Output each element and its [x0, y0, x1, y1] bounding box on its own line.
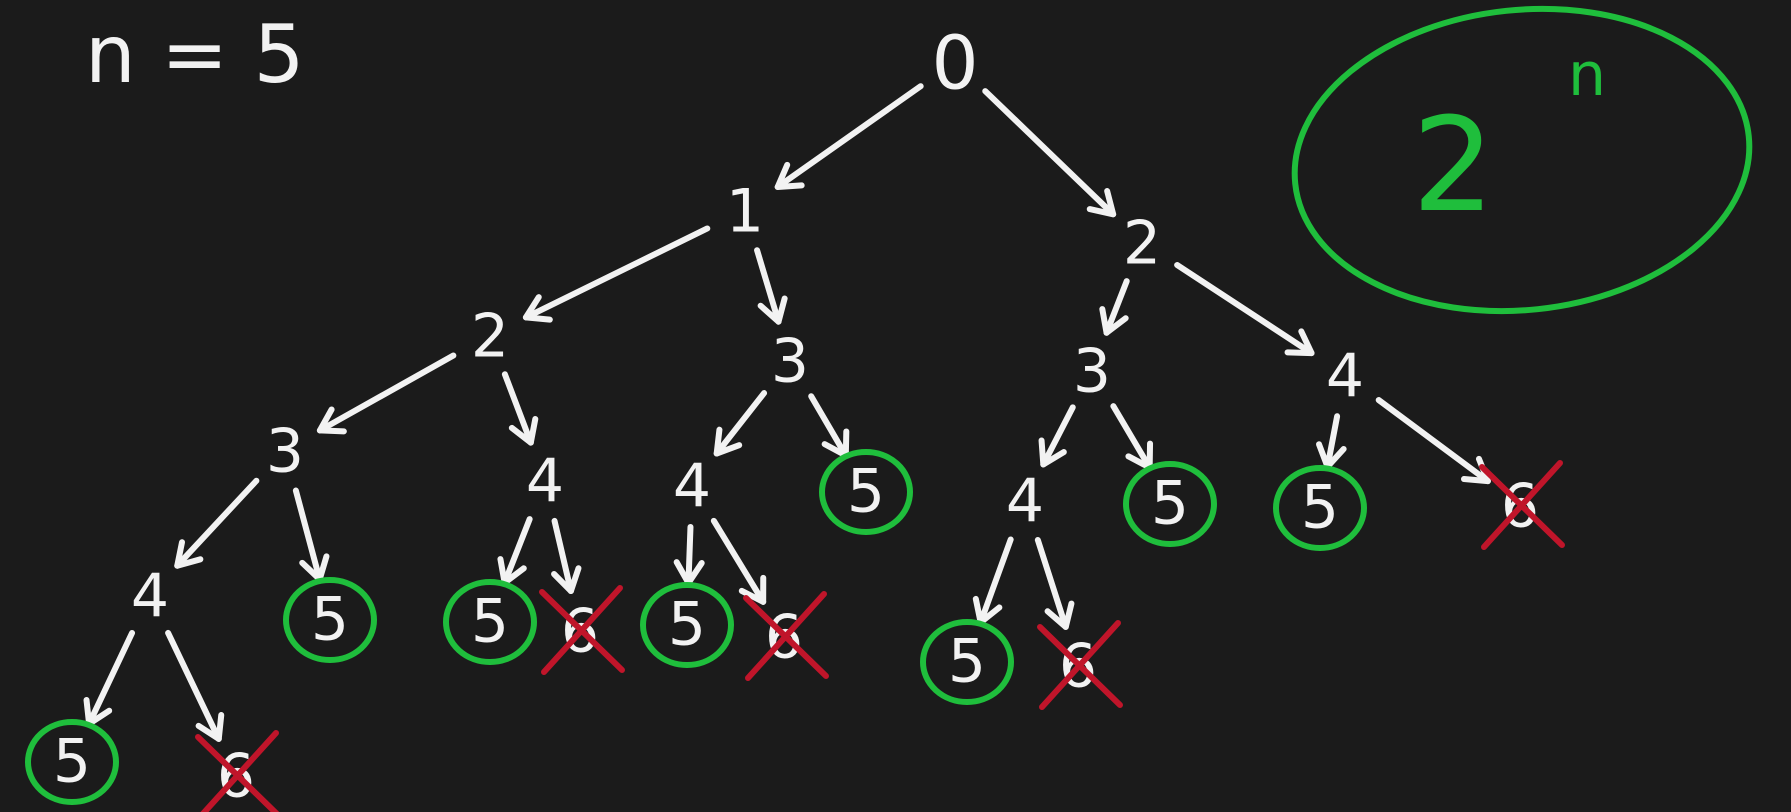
- tree-node-j: 5: [819, 449, 913, 535]
- edge-o-w: [83, 629, 136, 727]
- tree-node-e: 3: [1073, 337, 1111, 407]
- tree-node-n6: 6: [1479, 460, 1565, 550]
- valid-circle: [1273, 465, 1367, 551]
- invalid-cross: [1479, 460, 1565, 550]
- node-label: 4: [131, 562, 169, 632]
- invalid-cross: [539, 585, 625, 675]
- node-label: 4: [673, 452, 711, 522]
- valid-circle: [443, 579, 537, 665]
- tree-node-a: 1: [726, 177, 764, 247]
- node-label: 4: [526, 447, 564, 517]
- edge-k-u: [972, 536, 1014, 626]
- edge-k-v: [1034, 536, 1075, 630]
- tree-node-p: 5: [283, 577, 377, 663]
- node-label: 5: [847, 457, 885, 527]
- tree-node-c: 2: [471, 302, 509, 372]
- tree-node-f: 4: [1326, 342, 1364, 412]
- node-label: 1: [726, 177, 764, 247]
- node-label: 5: [53, 727, 91, 797]
- edge-i-t: [710, 517, 767, 605]
- formula-circle: [1291, 5, 1753, 315]
- edge-c-h: [501, 371, 539, 446]
- node-label: 2: [1123, 209, 1161, 279]
- edge-f-n6: [1375, 397, 1491, 485]
- formula-base: 2: [1412, 89, 1495, 241]
- formula-badge: 2 n: [1291, 5, 1753, 315]
- header-label: n = 5: [85, 8, 305, 101]
- invalid-cross: [743, 591, 829, 681]
- tree-node-r: 6: [539, 585, 625, 675]
- tree-node-t: 6: [743, 591, 829, 681]
- valid-circle: [819, 449, 913, 535]
- tree-node-x: 6: [195, 730, 280, 812]
- edge-root-b: [982, 88, 1117, 218]
- edge-root-a: [774, 83, 924, 190]
- edge-i-s: [673, 523, 705, 587]
- node-label: 5: [1301, 473, 1339, 543]
- node-label: 2: [471, 302, 509, 372]
- valid-circle: [640, 582, 734, 668]
- nodes-layer: 0122334344545564556565656: [25, 21, 1565, 812]
- node-label: 5: [311, 585, 349, 655]
- node-label: 5: [948, 627, 986, 697]
- edge-c-g: [316, 352, 457, 435]
- tree-node-s: 5: [640, 582, 734, 668]
- edge-a-d: [754, 247, 788, 325]
- tree-node-i: 4: [673, 452, 711, 522]
- tree-node-b: 2: [1123, 209, 1161, 279]
- node-label: 5: [668, 590, 706, 660]
- valid-circle: [920, 619, 1014, 705]
- node-label: 3: [1073, 337, 1111, 407]
- tree-node-d: 3: [771, 327, 809, 397]
- node-label: 5: [471, 587, 509, 657]
- edge-d-i: [713, 390, 768, 457]
- node-label: 4: [1006, 467, 1044, 537]
- node-label: 0: [931, 21, 978, 107]
- edge-a-c: [522, 225, 711, 323]
- edge-h-r: [551, 517, 582, 595]
- formula-exponent: n: [1568, 40, 1606, 110]
- tree-node-m: 5: [1273, 465, 1367, 551]
- tree-node-k: 4: [1006, 467, 1044, 537]
- edge-g-o: [174, 477, 260, 569]
- node-label: 4: [1326, 342, 1364, 412]
- valid-circle: [25, 719, 119, 805]
- tree-node-q: 5: [443, 579, 537, 665]
- edges-layer: [83, 83, 1491, 742]
- edge-e-k: [1038, 404, 1076, 468]
- node-label: 5: [1151, 469, 1189, 539]
- valid-circle: [1123, 461, 1217, 547]
- edge-h-q: [497, 516, 533, 586]
- edge-b-f: [1174, 262, 1315, 357]
- tree-node-v: 6: [1037, 620, 1123, 710]
- tree-node-u: 5: [920, 619, 1014, 705]
- tree-node-root: 0: [931, 21, 978, 107]
- tree-node-h: 4: [526, 447, 564, 517]
- node-label: 3: [266, 417, 304, 487]
- tree-node-o: 4: [131, 562, 169, 632]
- edge-b-e: [1099, 278, 1130, 336]
- invalid-cross: [1037, 620, 1123, 710]
- edge-f-m: [1316, 413, 1347, 470]
- edge-d-j: [808, 393, 850, 459]
- invalid-cross: [195, 730, 280, 812]
- edge-g-p: [292, 487, 330, 583]
- edge-o-x: [165, 629, 225, 742]
- node-label: 3: [771, 327, 809, 397]
- tree-node-w: 5: [25, 719, 119, 805]
- valid-circle: [283, 577, 377, 663]
- tree-node-l: 5: [1123, 461, 1217, 547]
- edge-e-l: [1110, 403, 1154, 471]
- tree-node-g: 3: [266, 417, 304, 487]
